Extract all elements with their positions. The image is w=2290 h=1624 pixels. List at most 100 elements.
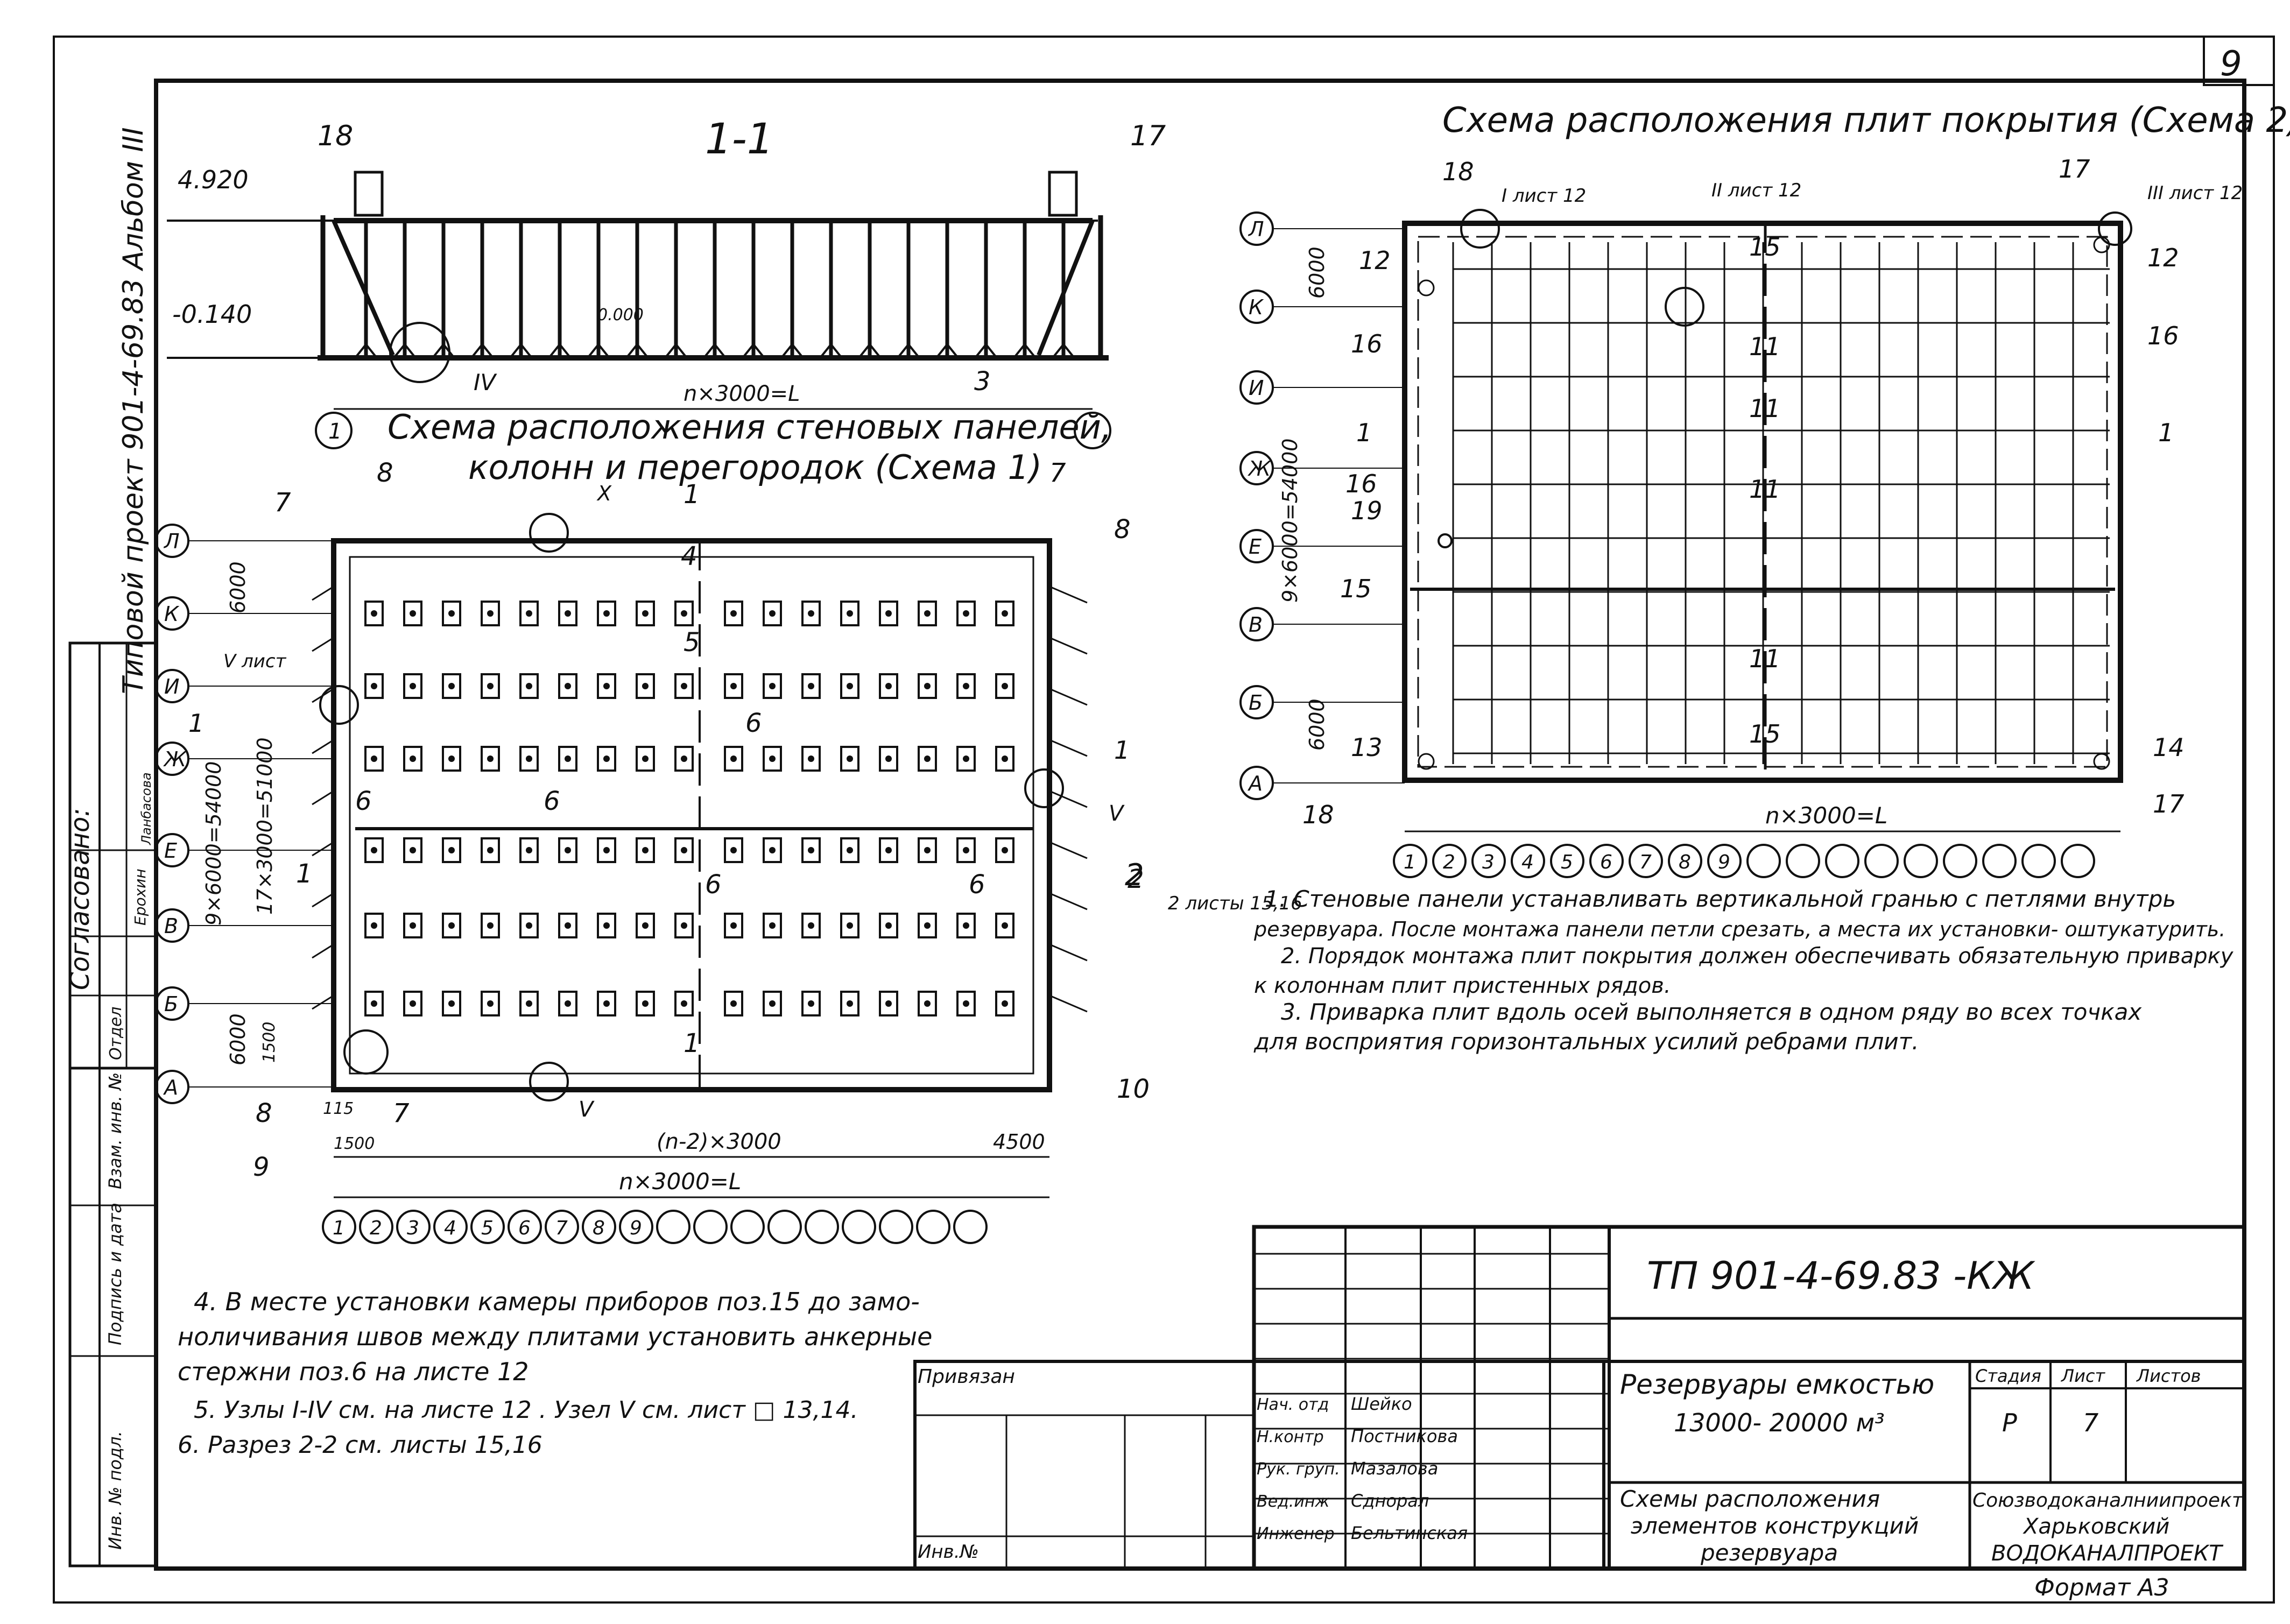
- s1-node-bottom: V: [579, 1097, 595, 1122]
- column-cell: [879, 673, 898, 699]
- callout-label: 15: [1340, 574, 1372, 603]
- note-4b: ноличивания швов между плитами установит…: [178, 1322, 932, 1351]
- axis-label-row: А: [163, 1076, 178, 1099]
- callout-label: 1: [684, 479, 700, 510]
- callout-label: 5: [684, 627, 700, 658]
- section-column-base: [587, 342, 610, 359]
- column-cell: [558, 746, 577, 772]
- callout-label: 6: [705, 870, 722, 900]
- axis-label-row: В: [1249, 613, 1263, 637]
- axis-label-row: Б: [164, 992, 178, 1016]
- column-cell: [519, 601, 539, 626]
- column-cell: [763, 746, 782, 772]
- column-dot: [487, 610, 494, 617]
- staff-1-role: Н.контр: [1257, 1428, 1324, 1446]
- column-dot: [681, 847, 687, 853]
- column-cell: [558, 837, 577, 863]
- column-cell: [364, 991, 384, 1016]
- col-axis-label: 1: [1404, 851, 1416, 873]
- column-dot: [1002, 755, 1008, 762]
- column-cell: [636, 746, 655, 772]
- callout-label: 7: [393, 1098, 410, 1128]
- col-axis-bubble: [1864, 844, 1899, 878]
- column-cell: [840, 601, 859, 626]
- column-dot: [371, 683, 377, 689]
- column-dot: [808, 1000, 814, 1007]
- pos-3: 3: [974, 366, 991, 397]
- callout-label: 10: [1117, 1074, 1150, 1104]
- callout-label: 6: [745, 708, 762, 738]
- column-dot: [642, 683, 649, 689]
- axis-1: 1: [328, 419, 342, 444]
- column-dot: [681, 1000, 687, 1007]
- span-label: n×3000=L: [684, 382, 800, 406]
- section-wall-left: [332, 220, 395, 356]
- note-1b: резервуара. После монтажа панели петли с…: [1253, 917, 2225, 941]
- column-dot: [371, 847, 377, 853]
- col-axis-label: 3: [1482, 851, 1495, 873]
- column-dot: [808, 922, 814, 929]
- column-dot: [410, 755, 416, 762]
- column-cell: [879, 837, 898, 863]
- column-cell: [558, 601, 577, 626]
- col-axis-bubble: [508, 1210, 542, 1244]
- side-approval-table: Согласовано: Инв. № подл. Подпись и дата…: [65, 641, 158, 1567]
- s1-section-mark-right: 1: [1114, 736, 1130, 765]
- column-dot: [487, 1000, 494, 1007]
- callout-label: 17: [2059, 154, 2090, 183]
- column-cell: [918, 673, 937, 699]
- column-cell: [597, 991, 616, 1016]
- page-number: 9: [2220, 44, 2242, 84]
- column-dot: [963, 922, 969, 929]
- column-cell: [481, 837, 500, 863]
- callout-label: 2: [1128, 864, 1144, 894]
- col-axis-bubble: [433, 1210, 468, 1244]
- col-axis-label: 6: [1600, 851, 1612, 873]
- column-dot: [924, 755, 931, 762]
- col-axis-bubble: [470, 1210, 505, 1244]
- object-name-1: Резервуары емкостью: [1620, 1369, 1934, 1400]
- column-cell: [956, 746, 976, 772]
- panel-tick: [312, 943, 334, 959]
- s1-node-left: V лист: [223, 651, 287, 672]
- note-2b: к колоннам плит пристенных рядов.: [1254, 973, 1671, 998]
- column-dot: [681, 755, 687, 762]
- callout-label: 8: [1114, 514, 1131, 545]
- column-dot: [603, 922, 610, 929]
- scheme1-columns-grid: [312, 585, 1088, 1016]
- column-dot: [681, 610, 687, 617]
- panel-tick: [1049, 790, 1088, 808]
- s1-section-mark-left: 1: [188, 709, 204, 738]
- s1-section-2: 2: [1125, 858, 1144, 893]
- stage-value: Р: [2002, 1408, 2017, 1437]
- section-column-base: [393, 342, 417, 359]
- column-dot: [448, 683, 455, 689]
- org-1: Союзводоканалниипроект: [1972, 1489, 2244, 1512]
- section-column-base: [354, 342, 378, 359]
- sheet-title-1: Схемы расположения: [1620, 1486, 1880, 1512]
- col-axis-label: 9: [630, 1217, 642, 1239]
- staff-2-role: Рук. груп.: [1257, 1460, 1340, 1479]
- column-cell: [364, 601, 384, 626]
- column-dot: [808, 755, 814, 762]
- axis-label-row: Е: [164, 839, 177, 863]
- column-cell: [840, 673, 859, 699]
- column-cell: [364, 913, 384, 938]
- column-dot: [603, 1000, 610, 1007]
- staff-0-role: Нач. отд: [1257, 1395, 1329, 1414]
- column-dot: [526, 922, 532, 929]
- panel-tick: [1049, 637, 1088, 655]
- col-axis-bubble: [1825, 844, 1859, 878]
- column-cell: [763, 913, 782, 938]
- panel-tick: [1049, 688, 1088, 706]
- callout-label: 4: [681, 541, 697, 571]
- scheme-2: Схема расположения плит покрытия (Схема …: [1239, 101, 2290, 878]
- column-dot: [565, 922, 571, 929]
- column-dot: [603, 683, 610, 689]
- column-dot: [371, 922, 377, 929]
- column-dot: [769, 847, 776, 853]
- column-cell: [918, 837, 937, 863]
- s2-section-mark-right: 1: [2158, 418, 2174, 447]
- staff-3-role: Вед.инж: [1257, 1492, 1329, 1511]
